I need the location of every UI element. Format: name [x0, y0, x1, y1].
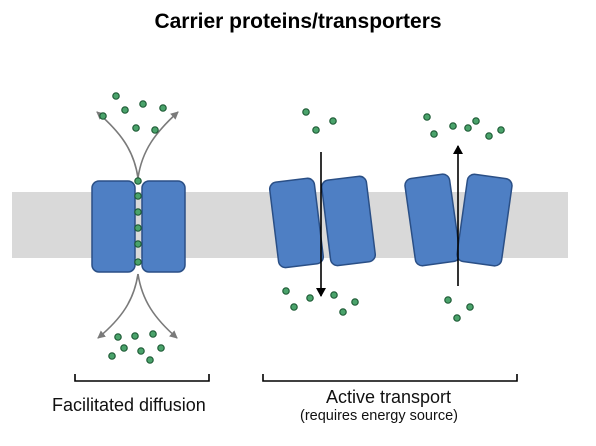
molecule [137, 347, 145, 355]
molecule [134, 224, 142, 232]
molecule [472, 117, 480, 125]
molecule [157, 344, 165, 352]
channel-protein-left [91, 180, 136, 273]
molecule [290, 303, 298, 311]
molecule [282, 287, 290, 295]
molecule [131, 332, 139, 340]
molecule [134, 258, 142, 266]
diagram-title: Carrier proteins/transporters [154, 10, 442, 33]
bracket-active [262, 374, 518, 382]
molecule [139, 100, 147, 108]
label-active-transport-note: (requires energy source) [300, 408, 458, 424]
molecule [149, 330, 157, 338]
facilitated-diffusion-group [91, 111, 186, 339]
carrier-protein-left-half [268, 177, 325, 269]
molecule [146, 356, 154, 364]
molecule [430, 130, 438, 138]
molecule [312, 126, 320, 134]
molecule [464, 124, 472, 132]
molecule [112, 92, 120, 100]
molecule [121, 106, 129, 114]
molecule [466, 303, 474, 311]
molecule [306, 294, 314, 302]
molecule [134, 240, 142, 248]
molecule [423, 113, 431, 121]
molecule [132, 124, 140, 132]
diffusion-arrow-up-left [96, 111, 139, 179]
molecule [159, 104, 167, 112]
molecule [444, 296, 452, 304]
carrier-protein-right-half [456, 173, 513, 267]
active-carrier-outward [404, 145, 513, 286]
bracket-facilitated [74, 374, 210, 382]
molecule [351, 298, 359, 306]
molecule [114, 333, 122, 341]
molecule [453, 314, 461, 322]
molecule [134, 208, 142, 216]
molecule [330, 291, 338, 299]
molecule [120, 344, 128, 352]
molecule [339, 308, 347, 316]
molecule [329, 117, 337, 125]
label-active-transport: Active transport [326, 387, 452, 407]
diffusion-arrow-up-right [137, 111, 179, 179]
diffusion-arrow-down-left [97, 273, 139, 339]
active-carrier-inward [268, 152, 377, 297]
molecule [99, 112, 107, 120]
molecule [497, 126, 505, 134]
molecule [134, 177, 142, 185]
molecule [302, 108, 310, 116]
carrier-protein-right-half [320, 175, 377, 267]
molecule [108, 352, 116, 360]
carrier-protein-left-half [404, 173, 461, 267]
diffusion-arrow-down-right [137, 273, 178, 339]
molecule [449, 122, 457, 130]
molecule [485, 132, 493, 140]
label-facilitated-diffusion: Facilitated diffusion [52, 395, 206, 415]
molecule [151, 126, 159, 134]
molecules [99, 92, 505, 364]
channel-protein-right [141, 180, 186, 273]
molecule [134, 192, 142, 200]
